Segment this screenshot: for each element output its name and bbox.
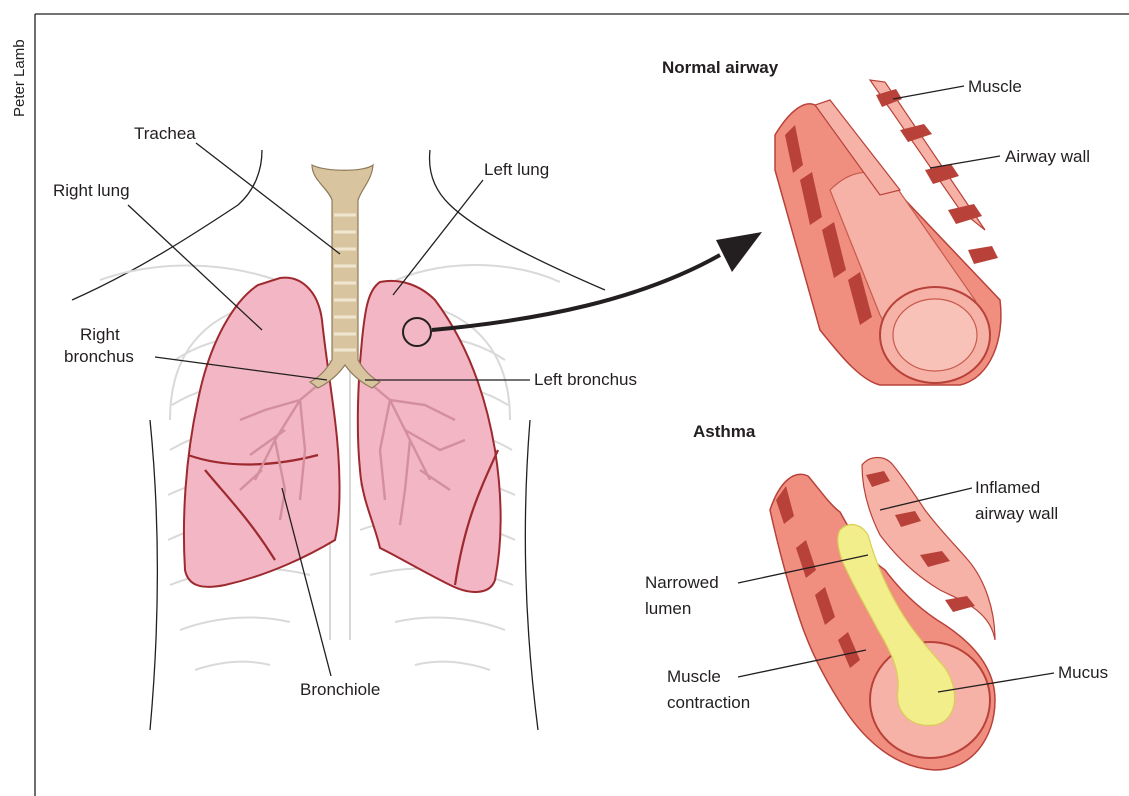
right-lung — [184, 278, 340, 587]
asthma-airway-tube — [770, 458, 995, 771]
label-muscle-contraction-1: Muscle — [667, 667, 721, 686]
label-muscle-contraction-2: contraction — [667, 693, 750, 712]
label-right-lung: Right lung — [53, 181, 130, 200]
label-trachea: Trachea — [134, 124, 196, 143]
label-left-bronchus: Left bronchus — [534, 370, 637, 389]
label-narrowed-1: Narrowed — [645, 573, 719, 592]
label-mucus: Mucus — [1058, 663, 1108, 682]
label-inflamed-2: airway wall — [975, 504, 1058, 523]
label-right-bronchus-1: Right — [80, 325, 120, 344]
zoom-arrow — [432, 255, 720, 330]
label-narrowed-2: lumen — [645, 599, 691, 618]
leader-left-lung — [393, 180, 483, 295]
normal-airway-tube — [775, 80, 1001, 385]
asthma-title: Asthma — [693, 422, 756, 441]
leader-airway-wall — [930, 156, 1000, 168]
normal-airway-title: Normal airway — [662, 58, 779, 77]
leader-muscle — [893, 86, 964, 99]
label-airway-wall: Airway wall — [1005, 147, 1090, 166]
label-bronchiole: Bronchiole — [300, 680, 380, 699]
label-muscle: Muscle — [968, 77, 1022, 96]
label-inflamed-1: Inflamed — [975, 478, 1040, 497]
leader-trachea — [196, 143, 340, 254]
label-left-lung: Left lung — [484, 160, 549, 179]
arrow-head — [716, 232, 762, 272]
credit-text: Peter Lamb — [11, 39, 28, 117]
label-right-bronchus-2: bronchus — [64, 347, 134, 366]
